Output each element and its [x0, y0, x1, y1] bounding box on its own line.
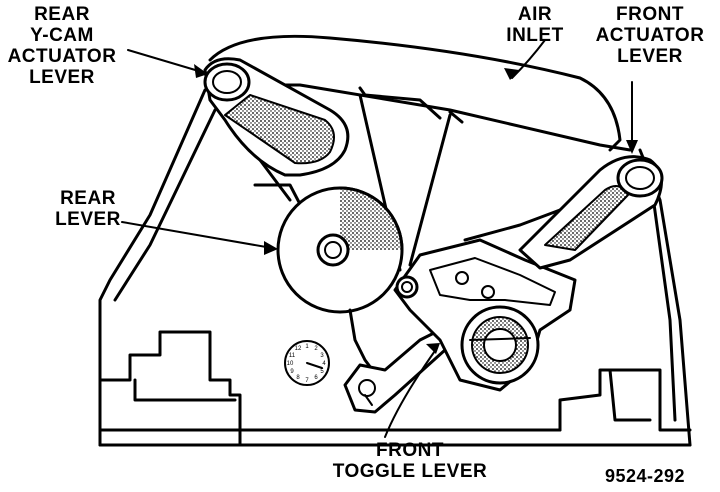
rear-lever — [276, 186, 404, 382]
temperature-dial — [284, 340, 330, 386]
figure-number: 9524-292 — [604, 466, 686, 486]
dial-number: 4 — [322, 361, 326, 367]
dial-number: 5 — [320, 369, 324, 375]
front-actuator-lever — [518, 155, 664, 270]
dial-number: 9 — [290, 369, 294, 375]
dial-number: 11 — [289, 353, 296, 359]
dial-number: 2 — [314, 346, 318, 352]
dial-number: 8 — [296, 375, 300, 381]
label-rear-lever: REAR LEVER — [55, 188, 121, 230]
arrowheads — [194, 64, 638, 354]
front-toggle-lever — [343, 328, 447, 414]
dial-numbers: 1 2 3 4 5 6 7 8 9 10 11 12 — [287, 344, 327, 384]
label-air-inlet: AIR INLET — [506, 4, 564, 46]
label-front-actuator-lever: FRONT ACTUATOR LEVER — [595, 4, 705, 67]
dial-number: 12 — [295, 346, 302, 352]
label-rear-ycam-actuator-lever: REAR Y-CAM ACTUATOR LEVER — [7, 4, 117, 88]
front-lever-bracket — [393, 238, 577, 392]
dial-number: 6 — [314, 375, 318, 381]
dial-number: 7 — [305, 378, 309, 384]
label-front-toggle-lever: FRONT TOGGLE LEVER — [332, 440, 488, 482]
dial-number: 10 — [287, 361, 294, 367]
dial-number: 1 — [305, 344, 309, 350]
dial-number: 3 — [320, 353, 324, 359]
leader-lines — [121, 39, 633, 438]
rear-ycam-actuator-lever — [203, 57, 350, 177]
